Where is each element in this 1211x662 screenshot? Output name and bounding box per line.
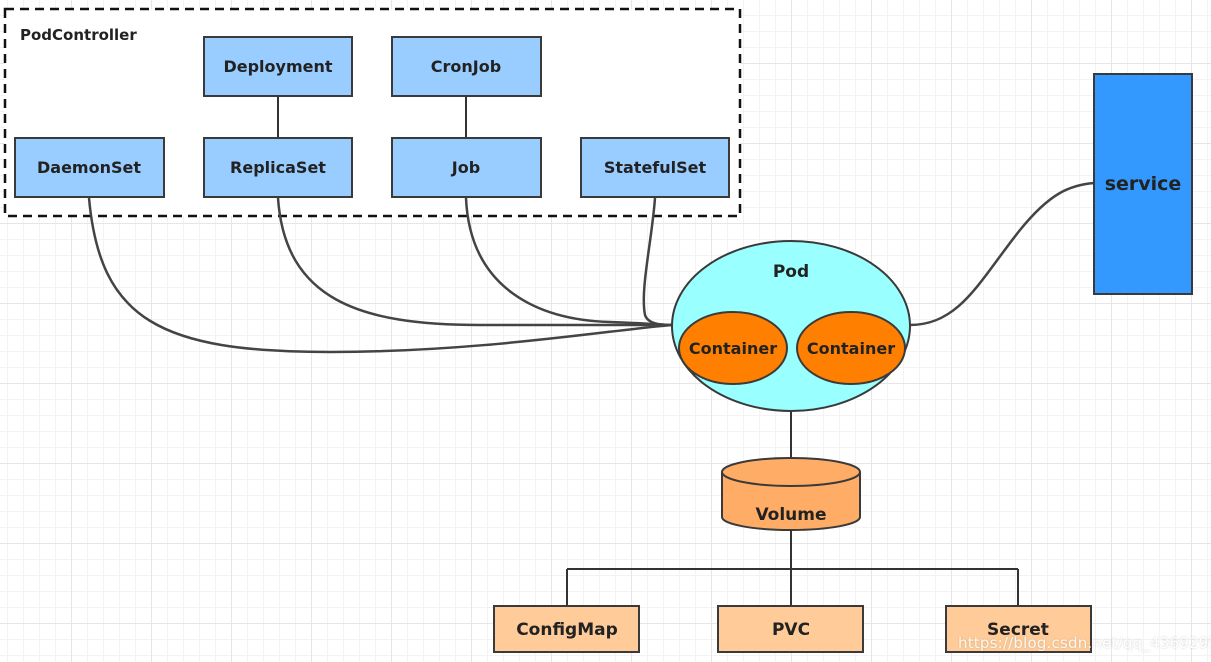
svg-text:Container: Container [689, 339, 777, 358]
svg-text:PVC: PVC [772, 620, 810, 640]
volume-node[interactable]: Volume [721, 457, 861, 531]
pod-service-edge [909, 181, 1095, 327]
job-pod-edge [464, 197, 673, 327]
watermark-text: https://blog.csdn.net/qq_43692950 [958, 634, 1211, 652]
statefulset-pod-edge [642, 197, 673, 327]
storage-secret[interactable]: Secret [945, 605, 1092, 653]
storage-pvc[interactable]: PVC [717, 605, 864, 653]
replicaset-pod-edge [276, 197, 672, 327]
node-replicaset[interactable]: ReplicaSet [203, 137, 353, 198]
container-node-1[interactable]: Container [678, 311, 788, 385]
svg-text:StatefulSet: StatefulSet [604, 158, 707, 177]
svg-text:CronJob: CronJob [431, 57, 501, 76]
svg-text:Volume: Volume [755, 505, 826, 525]
svg-text:Container: Container [807, 339, 895, 358]
daemonset-pod-edge [87, 197, 673, 354]
svg-text:Secret: Secret [987, 620, 1049, 640]
svg-text:ConfigMap: ConfigMap [516, 620, 618, 640]
svg-text:Deployment: Deployment [223, 57, 332, 76]
svg-text:ReplicaSet: ReplicaSet [230, 158, 326, 177]
node-cronjob[interactable]: CronJob [391, 36, 542, 97]
svg-text:service: service [1105, 173, 1182, 195]
svg-text:Job: Job [451, 158, 480, 177]
node-job[interactable]: Job [391, 137, 542, 198]
svg-text:DaemonSet: DaemonSet [37, 158, 141, 177]
pod-controller-title: PodController [20, 26, 137, 44]
service-node[interactable]: service [1093, 73, 1193, 295]
container-node-2[interactable]: Container [796, 311, 906, 385]
node-daemonset[interactable]: DaemonSet [14, 137, 165, 198]
node-statefulset[interactable]: StatefulSet [580, 137, 730, 198]
node-deployment[interactable]: Deployment [203, 36, 353, 97]
storage-configmap[interactable]: ConfigMap [493, 605, 640, 653]
svg-text:Pod: Pod [773, 262, 809, 282]
